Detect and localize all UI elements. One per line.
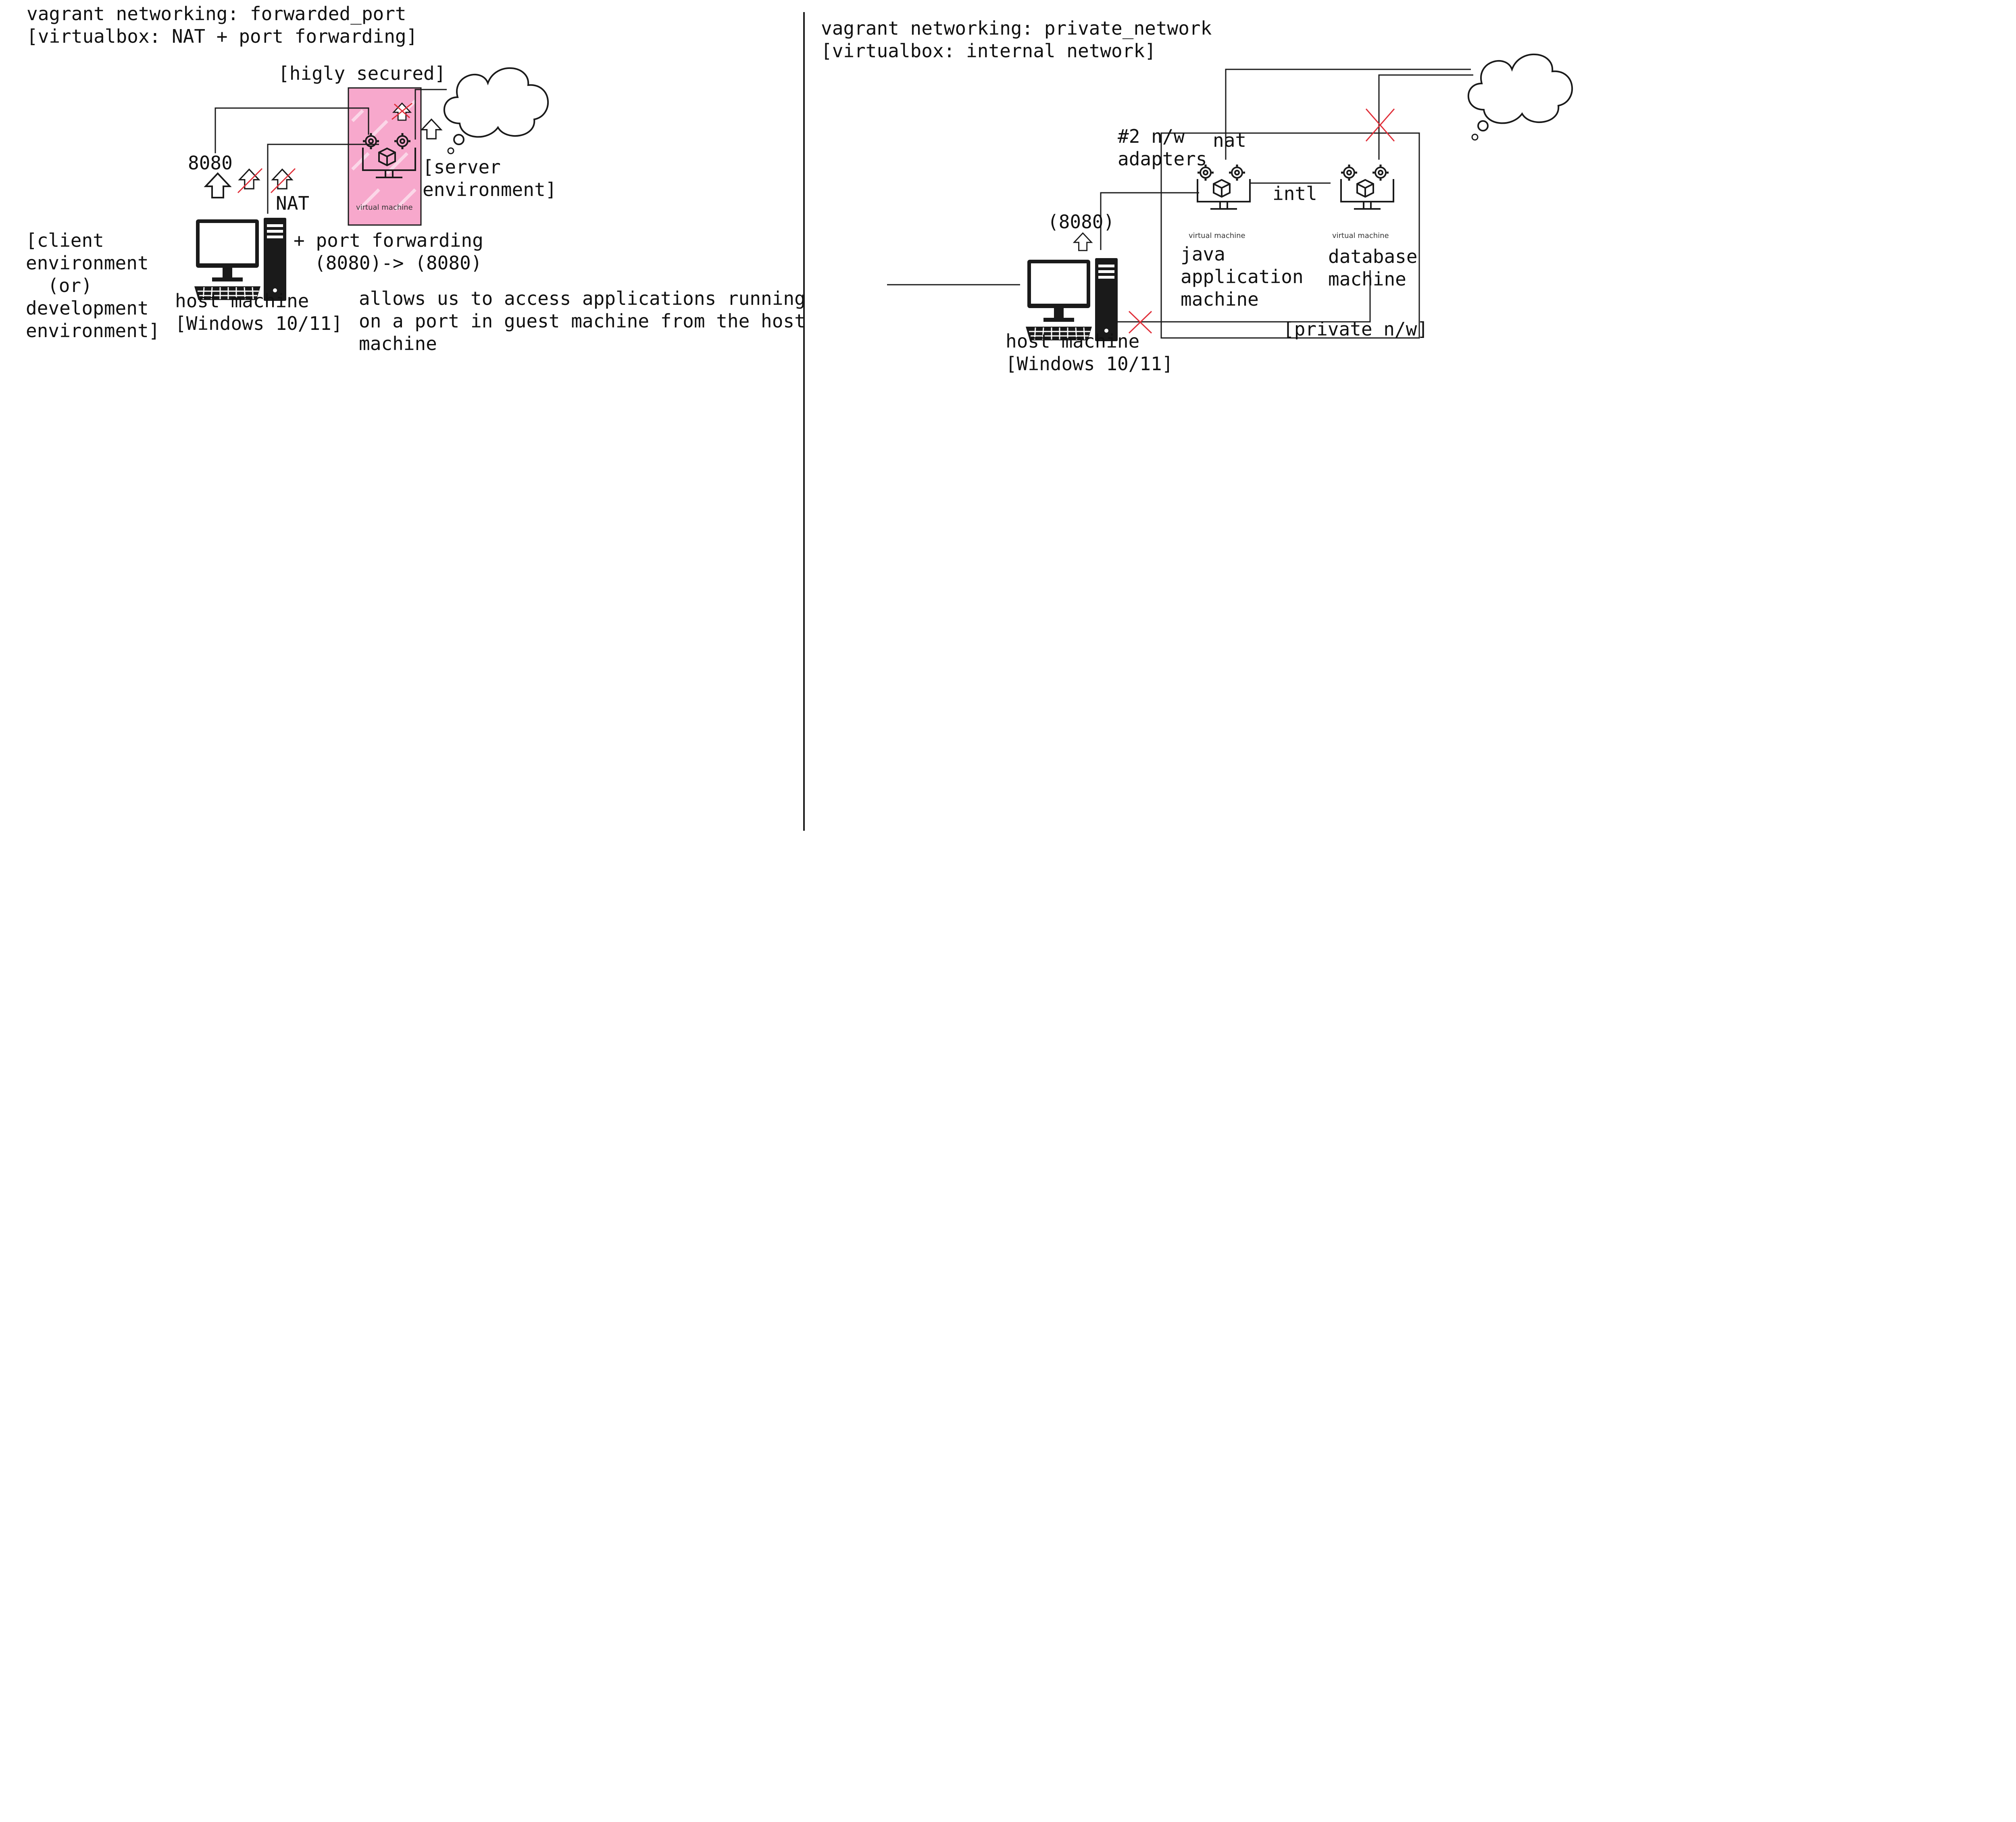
secured-label: [higly secured] [278,63,446,84]
database-vm-caption: virtual machine [1332,231,1389,240]
database-vm-icon [1341,165,1393,209]
svg-text:on a port in guest machine fro: on a port in guest machine from the host [359,310,806,332]
nat-label: NAT [276,192,309,214]
adapters-label: #2 n/w [1118,125,1185,147]
left-subtitle: [virtualbox: NAT + port forwarding] [27,25,417,47]
java-vm-label: java application machine [1181,243,1304,310]
connection-lines [215,89,447,214]
description-text: allows us to access applications running… [359,288,806,354]
svg-text:machine: machine [359,333,437,354]
svg-text:machine: machine [1328,268,1406,290]
svg-text:java: java [1181,243,1225,265]
internet-arrow-icon [421,119,442,140]
blocked-cross-icon [1128,108,1395,334]
svg-text:environment]: environment] [26,320,160,342]
svg-text:environment: environment [26,252,149,274]
svg-text:development: development [26,297,149,319]
database-vm-label: database machine [1328,246,1418,290]
private-network-box [1160,132,1420,339]
client-env-label: [client environment (or) development env… [26,229,160,342]
port-forwarding-label: + port forwarding [294,229,483,251]
intl-label: intl [1272,183,1317,204]
port-8080-arrow-icon [205,173,231,198]
host-computer-icon [194,217,287,302]
port-8080-label: (8080) [1048,211,1114,233]
host-machine-label: host machine [175,290,309,312]
host-computer-icon [1025,257,1118,342]
private-network-panel: vagrant networking: private_network [vir… [821,17,1573,375]
port-8080-label: 8080 [188,152,233,174]
port-mapping-label: (8080)-> (8080) [314,252,482,274]
server-env-label-2: environment] [423,179,556,200]
adapters-label-2: adapters [1118,148,1207,170]
host-os-label: [Windows 10/11] [1006,353,1173,375]
blocked-arrow-icon [272,169,293,190]
internet-cloud-icon [1467,53,1573,141]
internet-cloud-icon [443,67,549,154]
blocked-cross-icon [237,102,412,194]
host-os-label: [Windows 10/11] [175,313,342,334]
svg-text:database: database [1328,246,1418,267]
nat-label: nat [1213,129,1246,151]
right-title: vagrant networking: private_network [821,17,1212,39]
forwarded-port-panel: vagrant networking: forwarded_port [virt… [26,3,806,354]
connection-lines [887,69,1473,323]
svg-text:(or): (or) [48,275,92,296]
java-vm-icon [1198,165,1250,209]
host-machine-label: host machine [1006,330,1139,352]
right-subtitle: [virtualbox: internal network] [821,40,1156,62]
svg-text:allows us to access applicatio: allows us to access applications running [359,288,806,309]
left-title: vagrant networking: forwarded_port [27,3,406,25]
server-env-label: [server [423,156,501,178]
svg-text:[client: [client [26,229,104,251]
blocked-arrow-icon [239,169,260,190]
svg-text:machine: machine [1181,288,1259,310]
java-vm-caption: virtual machine [1189,231,1245,240]
vm-caption: virtual machine [356,203,413,212]
private-network-label: [private n/w] [1283,318,1428,340]
port-8080-arrow-icon [1073,232,1092,251]
svg-text:application: application [1181,266,1304,288]
